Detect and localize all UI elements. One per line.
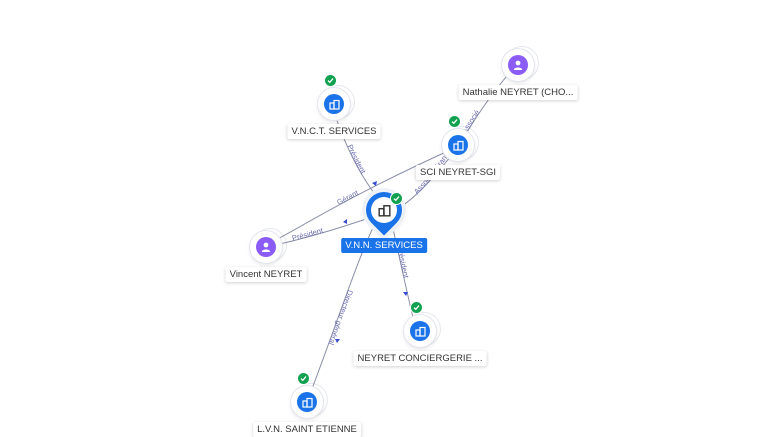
edge-label-vnct: Président: [345, 143, 368, 176]
person-icon: [256, 237, 276, 257]
verified-check-icon: [324, 74, 337, 87]
verified-check-icon: [410, 301, 423, 314]
node-circle[interactable]: [291, 372, 328, 418]
edge-arrow: [372, 181, 377, 186]
node-circle[interactable]: [404, 301, 441, 347]
edge-label-vincent: Président: [291, 225, 325, 242]
node-label[interactable]: SCI NEYRET-SGI: [415, 165, 501, 180]
node-circle[interactable]: [318, 74, 355, 120]
node-circle[interactable]: [502, 46, 539, 81]
person-icon: [508, 55, 528, 75]
node-label[interactable]: Nathalie NEYRET (CHO...: [458, 85, 578, 100]
verified-check-icon: [297, 372, 310, 385]
node-label[interactable]: V.N.C.T. SERVICES: [287, 124, 381, 139]
edge-label-gerant: Gérant: [335, 188, 360, 207]
node-circle[interactable]: [442, 115, 479, 161]
verified-check-icon: [448, 115, 461, 128]
building-icon: [410, 321, 430, 341]
edge-arrow: [403, 292, 408, 296]
verified-check-icon: [390, 192, 403, 205]
building-icon: [448, 135, 468, 155]
node-label[interactable]: Vincent NEYRET: [225, 267, 307, 282]
edge-arrow: [343, 219, 347, 224]
building-icon: [297, 392, 317, 412]
edge-label-lvn: Directeur général: [327, 289, 355, 347]
node-label[interactable]: NEYRET CONCIERGERIE ...: [353, 351, 487, 366]
node-circle[interactable]: [250, 228, 287, 263]
edge-arrow: [335, 339, 340, 343]
node-label[interactable]: L.V.N. SAINT ETIENNE: [253, 422, 361, 437]
center-label[interactable]: V.N.N. SERVICES: [341, 238, 427, 253]
building-icon: [324, 94, 344, 114]
